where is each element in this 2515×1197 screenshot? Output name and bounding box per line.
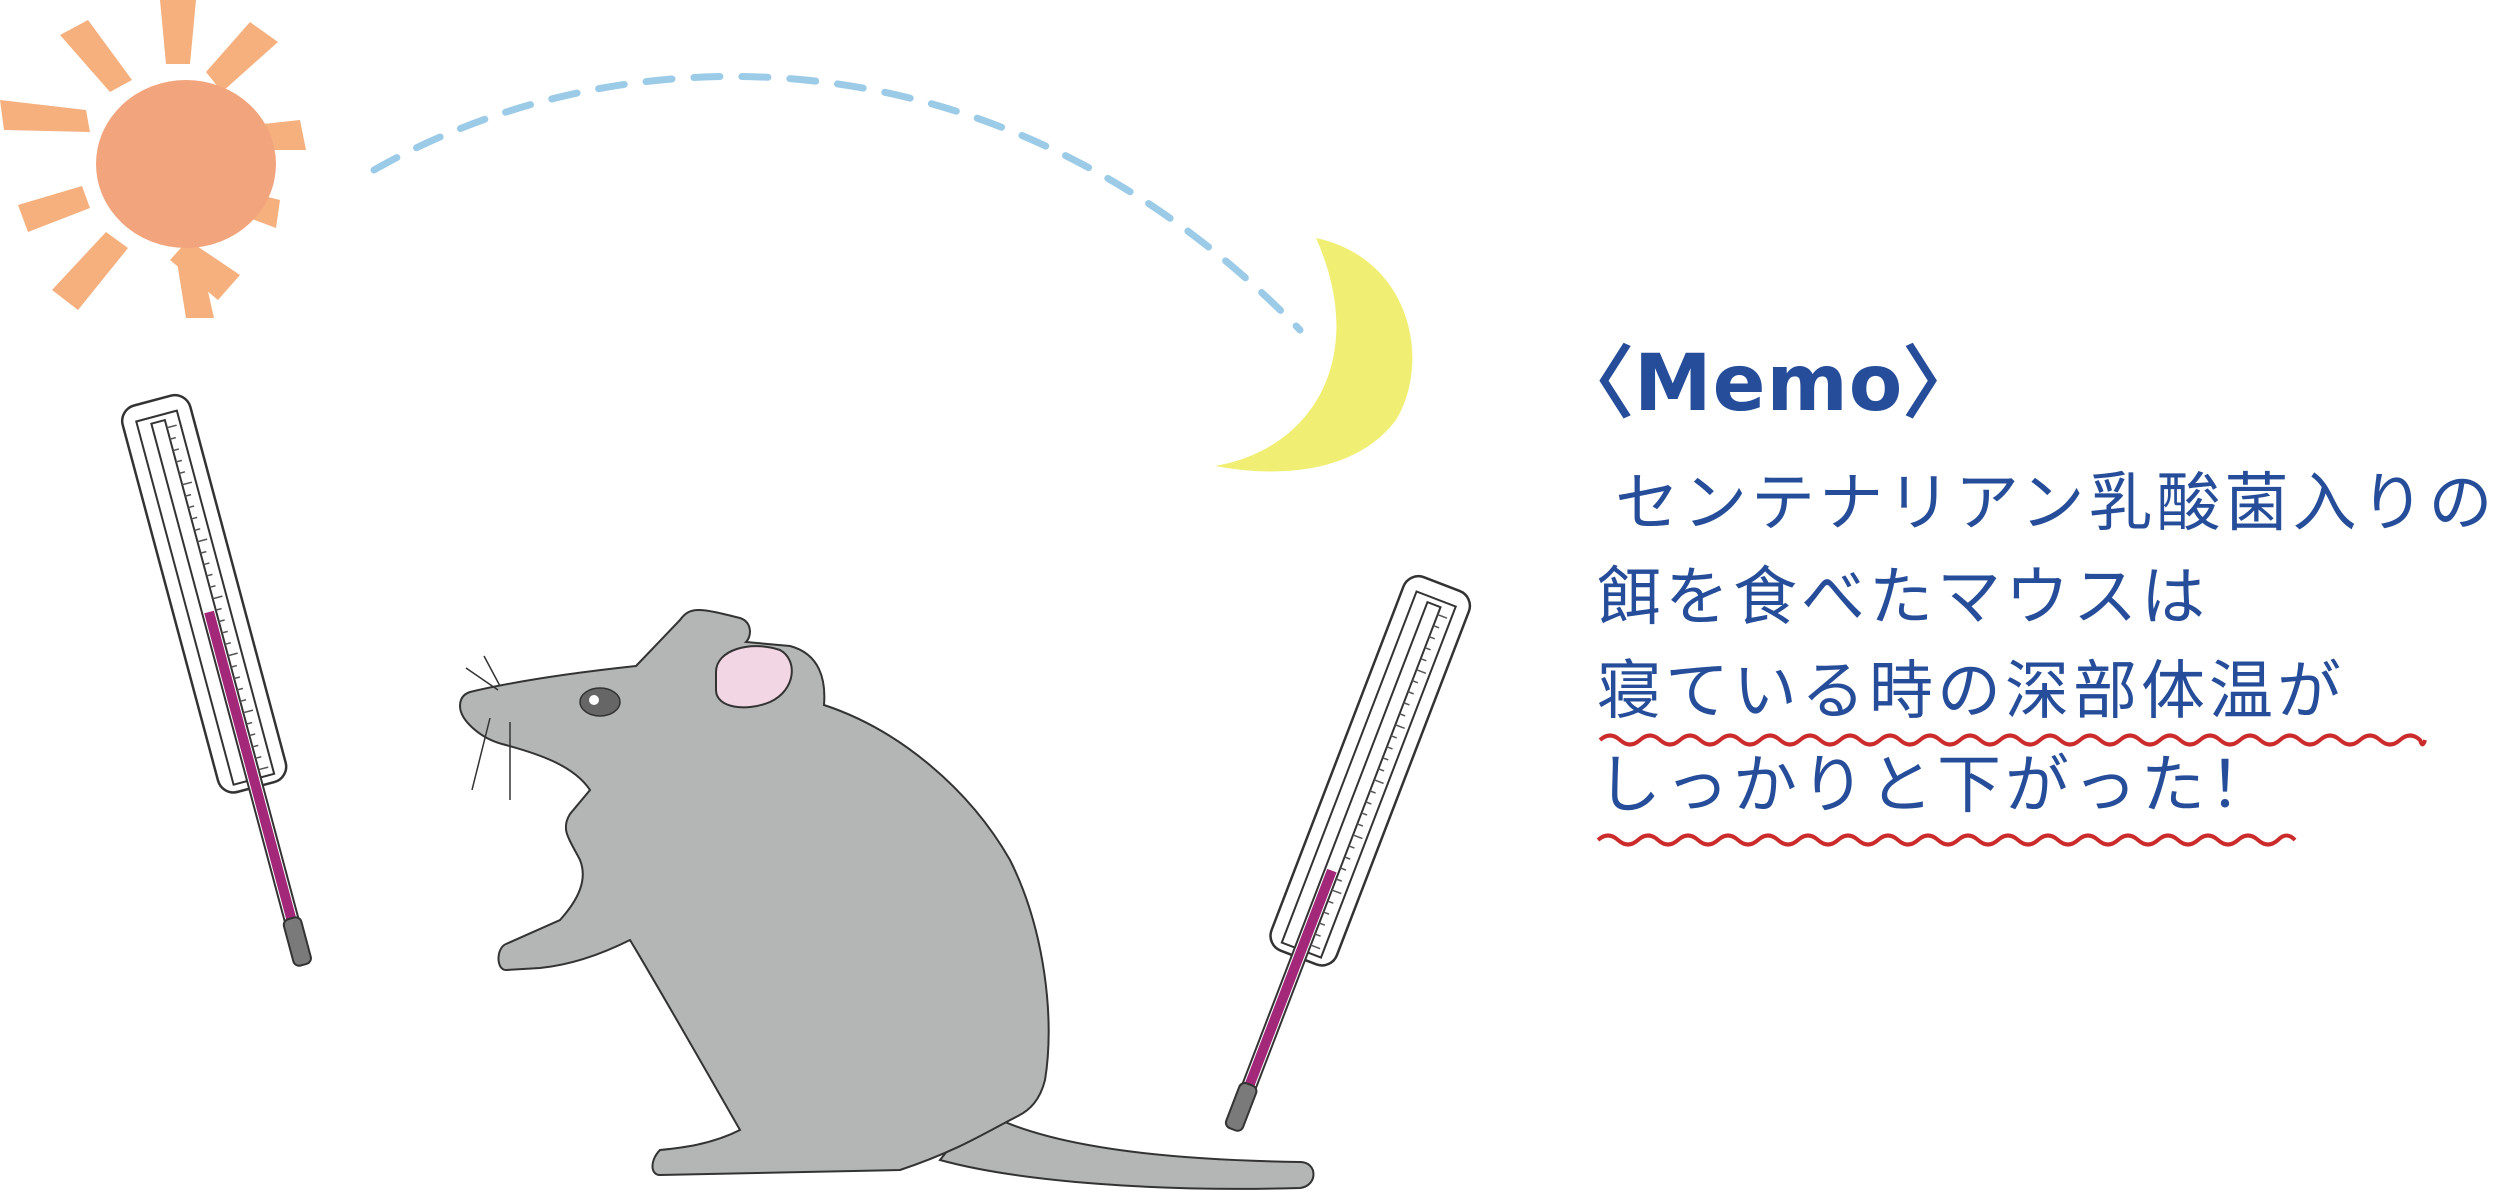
thermometer-liquid (1243, 868, 1337, 1091)
thermometer-tick (1369, 790, 1376, 794)
mouse-tail (938, 1108, 1315, 1190)
thermometer-tick (194, 528, 201, 532)
thermometer-tick (1310, 944, 1321, 950)
thermometer-tick (221, 630, 228, 634)
thermometer-tick (1416, 668, 1427, 674)
thermometer-tick (166, 424, 177, 429)
thermometer-tick (175, 459, 183, 463)
mouse-eye (579, 687, 621, 717)
thermometer-tick (191, 516, 198, 520)
thermometer-tick (178, 471, 186, 475)
thermometer-tick (233, 676, 241, 680)
thermometer-tick (1323, 911, 1330, 915)
thermometer-tick (1348, 845, 1355, 849)
thermometer-tick (252, 744, 259, 748)
thermometer-tick (224, 642, 231, 646)
thermometer-tick (203, 562, 210, 566)
thermometer-tick (236, 687, 244, 691)
thermometer-tick (1344, 856, 1351, 860)
mouse-illustration (458, 609, 1315, 1190)
thermometer-liquid (204, 610, 298, 924)
memo-box: 〈Memo〉 センテナリアン乳酸菌入りの 餌を食べたマウスは 寝ている時の深部体… (1555, 345, 2515, 833)
sun-disc (96, 80, 276, 248)
thermometer-tick (218, 619, 225, 623)
thermometer-tick (212, 595, 223, 600)
thermometer-tick (209, 585, 216, 589)
thermometer-tick (255, 756, 262, 760)
memo-underline (1598, 733, 2427, 747)
thermometer-tick (200, 550, 207, 554)
thermometer-tick (1399, 713, 1406, 717)
thermometer-tick (185, 493, 192, 497)
thermometer-bulb (1224, 1082, 1258, 1132)
thermometer-tick (1433, 624, 1440, 629)
thermometer-tick (1335, 878, 1343, 882)
thermometer-tick (182, 481, 193, 486)
thermometer-tick (1331, 889, 1342, 895)
thermometer-tick (1378, 768, 1385, 772)
thermometer-tick (1361, 812, 1368, 816)
thermometer-tick (1395, 724, 1405, 730)
thermometer-icon (120, 393, 312, 967)
thermometer-tick (1365, 801, 1372, 805)
memo-title: 〈Memo〉 (1555, 339, 1983, 429)
thermometer-tick (258, 766, 269, 771)
thermometer-tick (188, 505, 195, 509)
thermometer-tick (1373, 779, 1384, 785)
thermometer-tick (1407, 691, 1414, 695)
thermometer-tick (169, 436, 176, 440)
thermometer-tick (243, 709, 254, 714)
thermometer-tick (1424, 646, 1431, 651)
mouse-body (458, 609, 1050, 1177)
thermometer-tick (206, 573, 213, 577)
memo-line-underlined: 寝ている時の深部体温が (1597, 655, 2345, 729)
memo-underline (1596, 833, 2297, 847)
thermometer-tick (240, 699, 247, 703)
thermometer-tick (1386, 746, 1393, 750)
thermometer-tick (1327, 900, 1334, 904)
thermometer-tick (1412, 680, 1419, 684)
mouse-whiskers (465, 655, 511, 800)
thermometer-tick (215, 607, 222, 611)
thermometer-tick (227, 652, 238, 657)
thermometer-tick (1314, 933, 1321, 937)
thermometer-scale (1310, 613, 1448, 950)
thermometer-bulb (282, 916, 312, 967)
thermometer-tick (172, 448, 180, 452)
thermometer-tick (1382, 757, 1389, 761)
thermometer-icon (1224, 574, 1472, 1132)
thermometer-tick (1352, 834, 1363, 840)
thermometer-tick (1357, 823, 1364, 827)
thermometer-tick (197, 538, 208, 543)
thermometer-tick (1428, 635, 1436, 640)
memo-line-underlined: しっかりと下がった！ (1597, 749, 2277, 823)
memo-line: センテナリアン乳酸菌入りの (1615, 467, 2497, 541)
thermometer-tick (246, 721, 253, 725)
thermometer-tick (1318, 922, 1326, 926)
thermometer-tick (249, 733, 256, 737)
thermometer-tick (1437, 613, 1448, 619)
thermometer-tick (1340, 867, 1347, 871)
crescent-moon-icon (1215, 238, 1413, 472)
sun-moon-arc (370, 72, 1304, 334)
thermometer-tick (230, 664, 238, 668)
mouse-ear (715, 645, 793, 709)
memo-line: 餌を食べたマウスは (1597, 561, 2209, 635)
sun-icon (0, 0, 306, 318)
thermometer-tick (1390, 735, 1398, 739)
thermometer-tick (1403, 702, 1410, 706)
thermometer-scale (166, 424, 269, 771)
thermometer-tick (1420, 657, 1427, 662)
